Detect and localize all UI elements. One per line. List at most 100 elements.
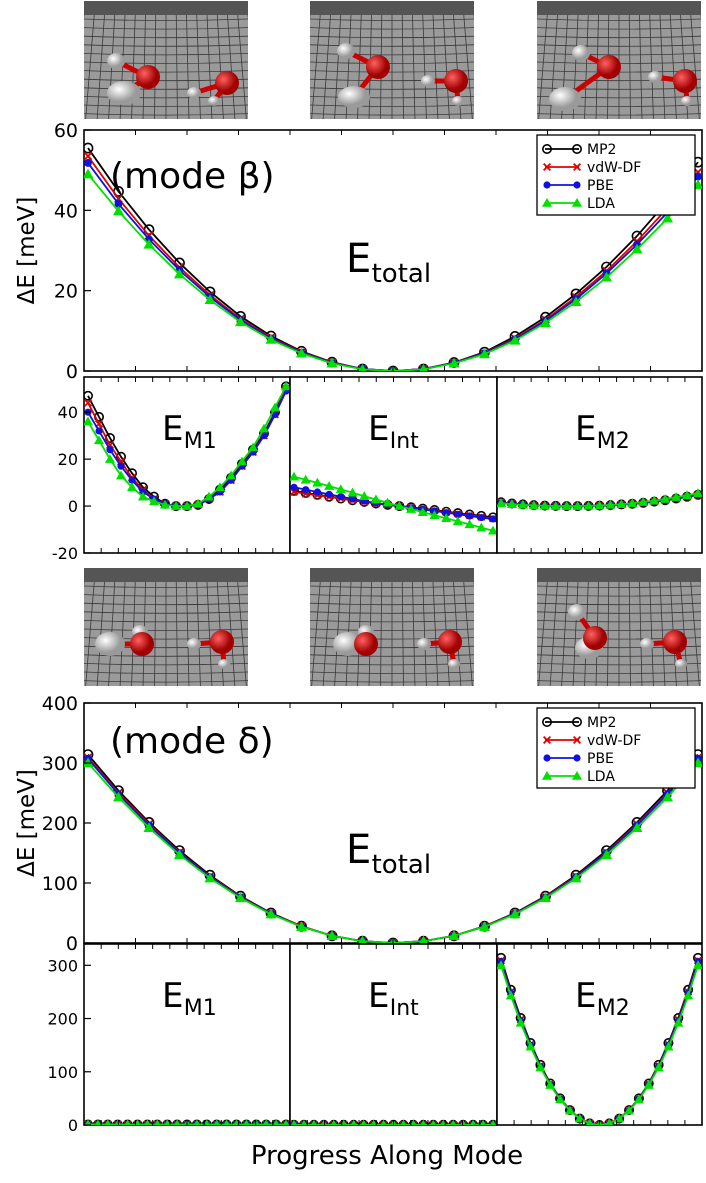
point-marker <box>320 1119 327 1125</box>
point-marker <box>282 1119 290 1125</box>
oxygen-atom <box>366 55 390 79</box>
point-marker <box>326 930 338 940</box>
point-marker <box>394 501 405 510</box>
hydrogen-atom <box>681 96 693 106</box>
point-marker <box>112 205 125 216</box>
oxygen-atom <box>583 626 607 650</box>
point-marker <box>337 493 345 501</box>
point-marker <box>234 892 247 903</box>
panel-delta_total <box>83 702 703 944</box>
panel-frame <box>496 943 703 1126</box>
point-marker <box>173 1119 181 1125</box>
point-marker <box>114 1119 121 1125</box>
point-marker <box>223 1119 230 1125</box>
point-marker <box>583 500 594 510</box>
point-marker <box>94 1119 102 1125</box>
point-marker <box>430 1119 437 1125</box>
point-marker <box>406 504 417 513</box>
point-marker <box>137 491 149 501</box>
point-marker <box>506 499 517 508</box>
plot-area <box>84 142 702 371</box>
point-marker <box>555 1094 566 1104</box>
point-marker <box>573 736 581 744</box>
series-line <box>87 754 699 943</box>
series-line <box>87 155 699 371</box>
point-marker <box>112 791 125 802</box>
point-marker <box>260 432 268 440</box>
point-marker <box>564 1105 575 1115</box>
point-marker <box>419 363 428 371</box>
point-marker <box>573 754 581 762</box>
point-marker <box>193 1119 201 1125</box>
point-marker <box>300 1119 307 1125</box>
point-marker <box>312 477 323 487</box>
point-marker <box>247 442 259 452</box>
point-marker <box>661 212 674 223</box>
point-marker <box>417 507 428 516</box>
y-tick-label: 200 <box>42 813 78 835</box>
oxygen-atom <box>136 65 160 89</box>
point-marker <box>460 1119 467 1125</box>
legend-entry-vdW-DF: vdW-DF <box>587 733 641 749</box>
point-marker <box>114 199 123 208</box>
point-marker <box>692 960 702 970</box>
point-marker <box>117 462 125 470</box>
surface-top-band <box>84 568 248 582</box>
oxygen-atom <box>444 69 468 93</box>
molecule-image-beta-1 <box>84 1 248 119</box>
point-marker <box>144 1119 151 1125</box>
point-marker <box>571 197 583 207</box>
y-tick-label: 0 <box>66 933 78 955</box>
energy-subscript: Int <box>390 996 419 1021</box>
point-marker <box>450 1119 457 1125</box>
point-marker <box>290 483 298 491</box>
point-marker <box>528 500 539 510</box>
point-marker <box>454 510 462 518</box>
point-marker <box>470 1119 477 1125</box>
point-marker <box>400 1119 407 1125</box>
hydrogen-atom <box>640 638 654 650</box>
panel-frame <box>496 376 703 554</box>
point-marker <box>382 497 393 507</box>
y-tick-label: 0 <box>66 361 78 383</box>
energy-label: E <box>368 409 389 449</box>
hydrogen-atom <box>338 86 370 108</box>
point-marker <box>159 499 171 509</box>
point-marker <box>236 456 248 466</box>
point-marker <box>573 181 581 189</box>
point-marker <box>84 416 94 426</box>
point-marker <box>525 1041 536 1051</box>
point-marker <box>638 497 649 506</box>
point-marker <box>571 716 582 727</box>
hydrogen-atom <box>448 659 460 669</box>
point-marker <box>605 499 616 509</box>
point-marker <box>478 348 491 359</box>
point-marker <box>243 1119 250 1125</box>
legend-entry-MP2: MP2 <box>587 715 616 731</box>
point-marker <box>478 921 491 931</box>
plot-area <box>84 381 290 512</box>
legend <box>536 707 696 789</box>
hydrogen-atom <box>208 96 220 106</box>
legend-entry-vdW-DF: vdW-DF <box>587 160 641 176</box>
molecule-image-beta-3 <box>537 1 701 119</box>
series-LDA <box>497 488 702 510</box>
energy-subscript: M1 <box>184 996 217 1021</box>
point-marker <box>671 492 682 501</box>
energy-label: E <box>346 236 371 282</box>
point-marker <box>600 849 613 859</box>
y-tick-label: 200 <box>47 1010 78 1029</box>
panel-beta_total <box>83 129 703 372</box>
point-marker <box>452 516 463 526</box>
y-axis-label: ΔE [meV] <box>14 769 40 877</box>
point-marker <box>509 334 521 345</box>
panel-delta_M2 <box>496 943 703 1126</box>
point-marker <box>181 501 193 510</box>
point-marker <box>203 491 215 501</box>
point-marker <box>295 347 308 358</box>
mode-label: (mode δ) <box>110 721 274 762</box>
y-tick-label: 60 <box>54 120 78 142</box>
point-marker <box>497 498 507 508</box>
point-marker <box>466 512 474 520</box>
point-marker <box>253 1119 260 1125</box>
